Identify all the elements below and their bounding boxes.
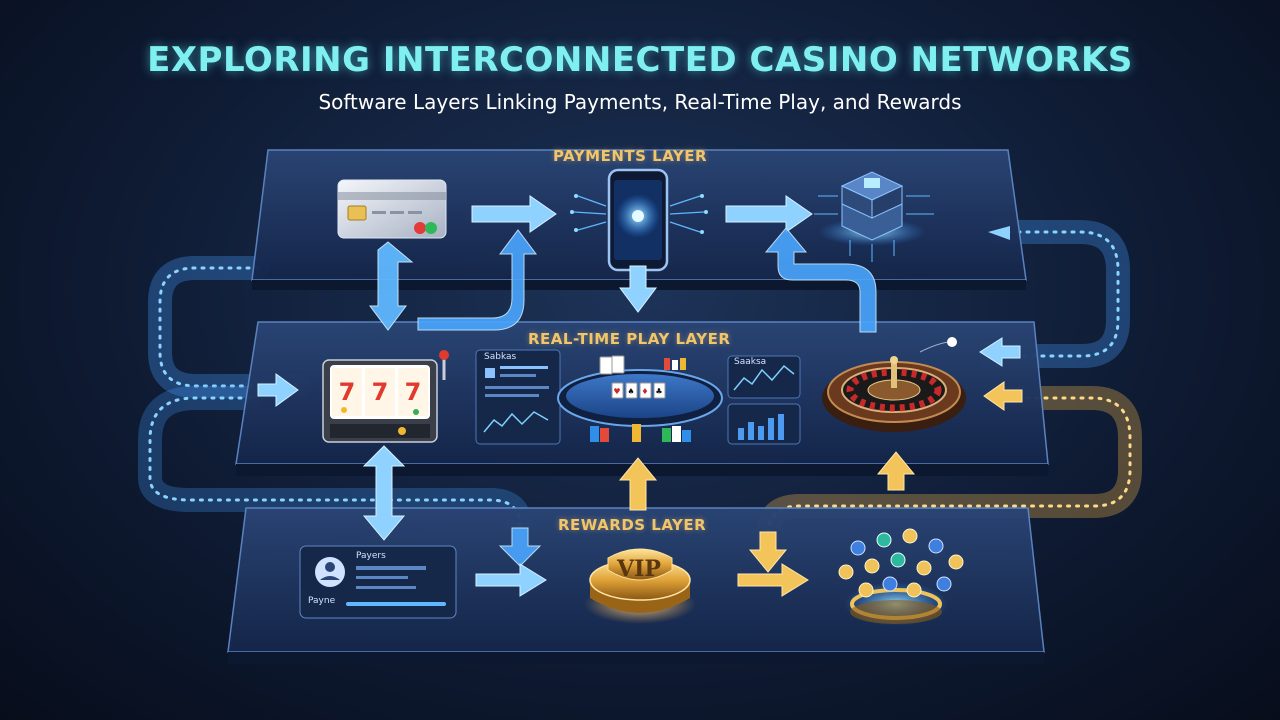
page-subtitle: Software Layers Linking Payments, Real-T… [0,90,1280,114]
svg-text:7: 7 [405,378,422,406]
svg-text:♥: ♥ [613,387,620,396]
svg-text:7: 7 [372,378,389,406]
analytics-card-left [476,350,560,444]
credit-card-icon [338,180,446,238]
dashboard-label-left: Sabkas [484,352,516,362]
dashboard-label-right: Saaksa [734,357,766,367]
vip-label: VIP [617,556,661,582]
svg-text:♣: ♣ [655,387,662,396]
payments-layer-title: PAYMENTS LAYER [553,147,707,165]
svg-text:♠: ♠ [627,387,634,396]
play-layer-title: REAL-TIME PLAY LAYER [528,330,730,348]
profile-name: Payers [356,551,386,561]
svg-text:♦: ♦ [641,387,648,396]
rewards-layer-title: REWARDS LAYER [558,516,706,534]
profile-footer: Payne [308,596,335,606]
slot-machine-icon: 7 7 7 [323,350,449,442]
page-title: EXPLORING INTERCONNECTED CASINO NETWORKS [0,40,1280,80]
svg-text:7: 7 [339,378,356,406]
